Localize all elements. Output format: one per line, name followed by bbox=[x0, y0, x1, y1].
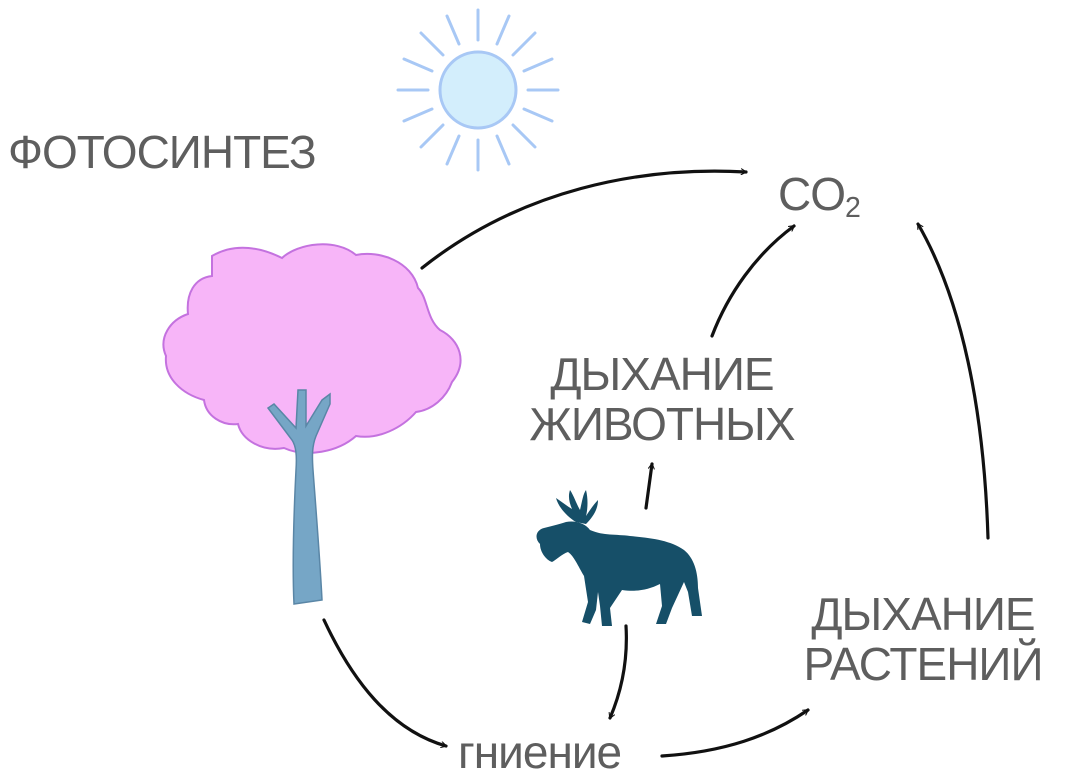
decay-label: гниение bbox=[458, 726, 622, 778]
arrow-plant-respiration-to-co2 bbox=[916, 222, 990, 540]
arrow-animal-respiration-to-co2 bbox=[710, 224, 796, 338]
arrow-tree-to-decay bbox=[322, 618, 448, 749]
animal-respiration-line2: ЖИВОТНЫХ bbox=[529, 397, 795, 450]
co2-subscript: 2 bbox=[845, 192, 861, 225]
co2-main-text: CO bbox=[778, 168, 846, 220]
co2-label: CO2 bbox=[778, 168, 861, 225]
plant-respiration-line1: ДЫХАНИЕ bbox=[811, 588, 1035, 640]
tree-icon bbox=[162, 243, 462, 605]
arrow-moose-to-animal-respiration bbox=[644, 462, 655, 510]
plant-respiration-line2: РАСТЕНИЙ bbox=[803, 637, 1043, 690]
tree-trunk bbox=[266, 389, 331, 605]
arrow-moose-to-decay bbox=[608, 624, 628, 720]
animal-respiration-label: ДЫХАНИЕ ЖИВОТНЫХ bbox=[506, 348, 818, 450]
sun-icon bbox=[396, 8, 560, 172]
arrow-tree-to-co2 bbox=[420, 168, 748, 270]
plant-respiration-label: ДЫХАНИЕ РАСТЕНИЙ bbox=[790, 588, 1056, 690]
animal-respiration-line1: ДЫХАНИЕ bbox=[550, 348, 774, 400]
tree-crown bbox=[162, 243, 462, 454]
moose-icon bbox=[536, 490, 702, 626]
photosynthesis-label: ФОТОСИНТЕЗ bbox=[8, 126, 317, 178]
arrow-decay-to-plant-respiration bbox=[660, 708, 810, 758]
